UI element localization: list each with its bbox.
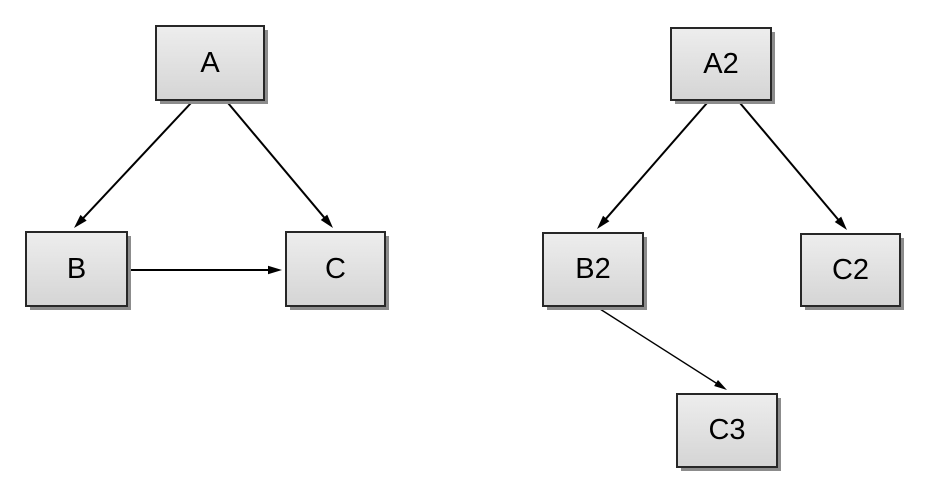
node-label: B <box>66 252 87 285</box>
edge-a-b-arrowhead-icon <box>74 214 87 228</box>
node-b2[interactable]: B2 <box>542 232 644 307</box>
node-label: C <box>325 252 346 285</box>
edge-a-b[interactable] <box>74 102 192 228</box>
edge-b2-c3[interactable] <box>599 308 727 390</box>
node-label: B2 <box>575 253 611 285</box>
node-label: A <box>200 46 220 79</box>
edge-a-c-arrowhead-icon <box>320 214 333 228</box>
node-label: A2 <box>703 47 739 80</box>
node-a[interactable]: A <box>155 25 265 101</box>
node-label: C3 <box>708 414 746 446</box>
edge-a-c[interactable] <box>227 102 333 228</box>
node-label: C2 <box>831 253 870 286</box>
edge-b-c-arrowhead-icon <box>268 265 282 275</box>
edge-a-b-line <box>80 102 192 221</box>
node-c3[interactable]: C3 <box>676 393 778 468</box>
edge-a2-c2-line <box>739 102 841 223</box>
edge-a2-b2-arrowhead-icon <box>597 215 610 229</box>
edge-a2-b2-line <box>603 102 708 222</box>
edge-b-c[interactable] <box>130 265 282 275</box>
edge-b2-c3-arrowhead-icon <box>714 379 727 390</box>
edge-a2-c2[interactable] <box>739 102 847 230</box>
edge-a2-c2-arrowhead-icon <box>834 216 847 230</box>
node-b[interactable]: B <box>25 231 128 307</box>
edge-a-c-line <box>227 102 327 221</box>
node-c[interactable]: C <box>285 231 386 307</box>
edge-b2-c3-line <box>599 308 719 386</box>
edge-a2-b2[interactable] <box>597 102 708 229</box>
node-a2[interactable]: A2 <box>670 27 772 101</box>
node-c2[interactable]: C2 <box>800 233 901 307</box>
